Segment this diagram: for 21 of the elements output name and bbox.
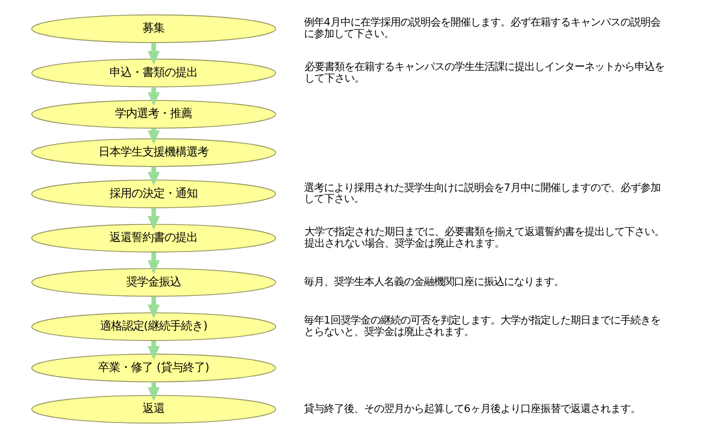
node-ellipse: 日本学生支援機構選考	[30, 138, 276, 167]
node-label: 選考により採用された奨学生向けに説明会を7月中に開催しますので、必ず参加して下さい。	[303, 182, 660, 206]
node-label: 貸与終了後、その翌月から起算して6ヶ月後より口座振替で返還されます。	[303, 402, 640, 415]
node-ellipse: 申込・書類の提出	[30, 58, 276, 88]
node-label: 必要書類を在籍するキャンパスの学生生活課に提出しインターネットから申込をして下さい。	[304, 60, 664, 84]
arrow	[147, 43, 160, 65]
arrow	[147, 252, 160, 274]
node-ellipse: 採用の決定・通知	[30, 180, 276, 208]
node-ellipse: 返還誓約書の提出	[30, 224, 276, 252]
node-ellipse: 返還	[30, 394, 276, 424]
node-label: 毎月、奨学生本人名義の金融機関口座に振込になります。	[303, 276, 564, 288]
node-ellipse: 適格認定(継続手続き)	[30, 312, 276, 341]
node-label: 毎年1回奨学金の継続の可否を判定します。大学が指定した期日までに手続きをとらないと、奨学金は廃止されます。	[303, 314, 660, 338]
node-label: 大学で指定された期日までに、必要書類を揃えて返還誓約書を提出して下さい。提出されない場合、奨学金は廃止されます。	[304, 226, 664, 250]
arrow	[147, 208, 160, 230]
arrow	[147, 296, 160, 318]
node-ellipse: 募集	[30, 14, 276, 44]
node-ellipse: 奨学金振込	[30, 268, 276, 297]
node-ellipse: 卒業・修了 (貸与終了)	[30, 354, 276, 382]
node-label: 例年4月中に在学採用の説明会を開催します。必ず在籍するキャンパスの説明会に参加して下さい。	[303, 16, 660, 40]
node-ellipse: 学内選考・推薦	[30, 100, 276, 129]
